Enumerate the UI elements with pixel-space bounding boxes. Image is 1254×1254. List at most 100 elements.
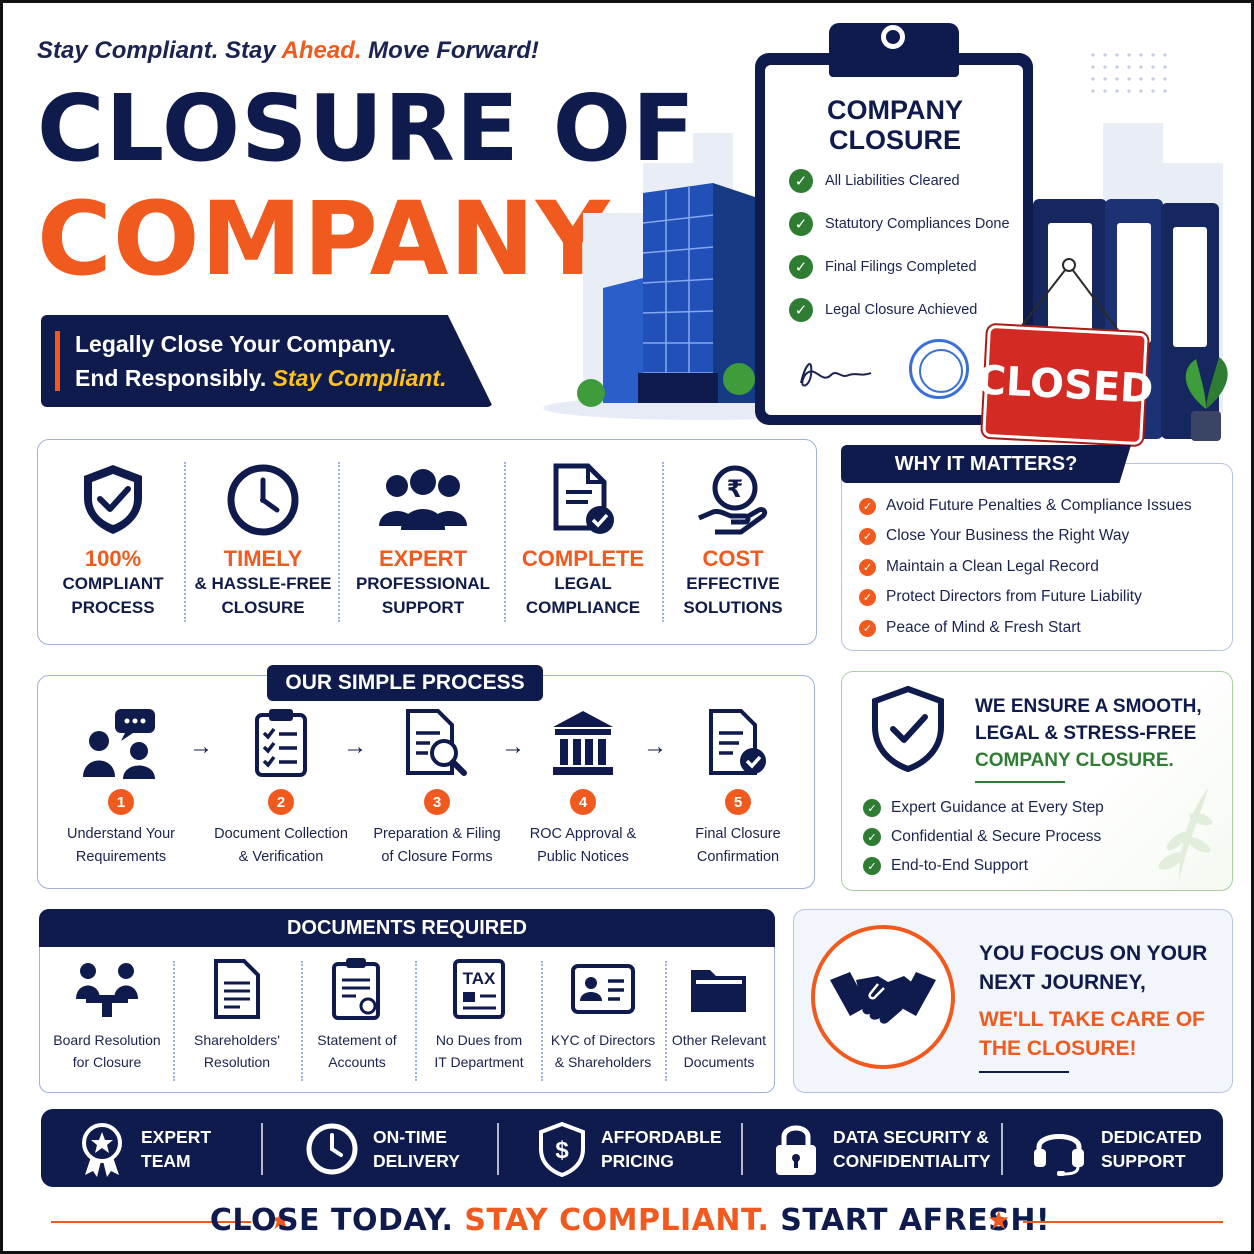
step-number: 3 xyxy=(424,789,450,815)
why-it-matters-title: WHY IT MATTERS? xyxy=(841,445,1131,483)
dot-pattern xyxy=(1087,49,1167,93)
benefits-bar xyxy=(41,1109,1223,1187)
ensure-item-label: Confidential & Secure Process xyxy=(891,828,1102,845)
feature-heading: EXPERT xyxy=(378,546,468,571)
feature-compliant: 100% COMPLIANT PROCESS xyxy=(38,460,188,620)
plant-icon xyxy=(1185,357,1228,441)
ensure-heading-line: WE ENSURE A SMOOTH, xyxy=(975,696,1202,717)
svg-text:$: $ xyxy=(555,1137,569,1164)
clipboard-item-label: All Liabilities Cleared xyxy=(825,173,960,189)
document-label: KYC of Directors xyxy=(550,1032,656,1048)
clipboard-title: COMPANY CLOSURE xyxy=(826,95,963,155)
check-icon: ✓ xyxy=(859,619,876,637)
step-label: Final Closure xyxy=(695,826,781,842)
step-number: 4 xyxy=(570,789,596,815)
process-step: 2 Document Collection & Verification xyxy=(201,703,361,869)
document-item: Board Resolution for Closure xyxy=(45,955,169,1073)
footer-line xyxy=(51,1221,251,1223)
feature-heading: TIMELY xyxy=(223,546,303,571)
check-icon: ✓ xyxy=(789,212,813,236)
document-item: KYC of Directors & Shareholders xyxy=(541,955,665,1073)
clipboard-item-label: Legal Closure Achieved xyxy=(825,302,978,318)
feature-text: CLOSURE xyxy=(221,598,305,617)
benefit-label: PRICING xyxy=(601,1151,674,1171)
clock-icon xyxy=(306,1123,358,1175)
why-item: ✓Avoid Future Penalties & Compliance Iss… xyxy=(859,497,1192,515)
subtitle-line1: Legally Close Your Company. xyxy=(75,331,396,357)
process-step: 3 Preparation & Filing of Closure Forms xyxy=(357,703,517,869)
meeting-icon xyxy=(45,955,169,1023)
shield-check-icon xyxy=(872,685,944,773)
rupee-hand-icon: ₹ xyxy=(658,460,808,540)
certificate-icon xyxy=(295,955,419,1023)
slogan-highlight: STAY COMPLIANT. xyxy=(464,1203,770,1238)
check-icon: ✓ xyxy=(789,298,813,322)
document-label: Other Relevant xyxy=(671,1032,767,1048)
lock-icon xyxy=(776,1125,816,1175)
step-label: Requirements xyxy=(75,849,167,865)
arrow-right-icon: → xyxy=(501,733,525,760)
focus-line: YOU FOCUS ON YOUR xyxy=(979,942,1208,965)
step-label: Confirmation xyxy=(696,849,780,865)
government-building-icon xyxy=(503,703,663,783)
document-label: for Closure xyxy=(72,1054,142,1070)
check-icon: ✓ xyxy=(859,558,876,576)
feature-text: PROFESSIONAL xyxy=(355,574,491,593)
step-number: 2 xyxy=(268,789,294,815)
subtitle-text: End Responsibly. xyxy=(75,365,273,391)
arrow-right-icon: → xyxy=(343,733,367,760)
star-icon: ★ xyxy=(987,1205,1011,1235)
footer-line xyxy=(1023,1221,1223,1223)
clipboard-item: ✓ Legal Closure Achieved xyxy=(789,298,977,322)
divider xyxy=(497,1123,499,1175)
ensure-heading-line: LEGAL & STRESS-FREE xyxy=(975,723,1197,744)
feature-text: PROCESS xyxy=(71,598,155,617)
tax-icon: TAX xyxy=(417,955,541,1023)
sign-string xyxy=(1012,258,1124,338)
document-label: No Dues from xyxy=(435,1032,523,1048)
page-title-line2: COMPANY xyxy=(37,180,611,299)
arrow-right-icon: → xyxy=(189,733,213,760)
feature-heading: COST xyxy=(702,546,764,571)
benefit-label: TEAM xyxy=(141,1151,191,1171)
feature-text: EFFECTIVE xyxy=(686,574,780,593)
tagline-highlight: Ahead. xyxy=(281,37,362,64)
step-label: & Verification xyxy=(238,849,324,865)
feature-text: & HASSLE-FREE xyxy=(194,574,332,593)
leaf-decoration-icon xyxy=(1158,787,1213,881)
process-step: 1 Understand Your Requirements xyxy=(41,703,201,869)
divider xyxy=(1001,1123,1003,1175)
step-label: ROC Approval & xyxy=(529,826,637,842)
document-label: Accounts xyxy=(328,1054,386,1070)
document-item: Shareholders' Resolution xyxy=(175,955,299,1073)
checklist-icon xyxy=(201,703,361,783)
subtitle-highlight: Stay Compliant. xyxy=(272,365,447,391)
benefit-label: SUPPORT xyxy=(1101,1151,1186,1171)
benefit-label: CONFIDENTIALITY xyxy=(833,1151,991,1171)
folder-icon xyxy=(657,955,781,1023)
divider xyxy=(662,462,664,622)
ensure-item-label: End-to-End Support xyxy=(891,857,1029,874)
process-title: OUR SIMPLE PROCESS xyxy=(267,665,543,701)
clipboard-clip-hole xyxy=(881,25,905,49)
divider xyxy=(975,781,1065,783)
svg-text:TAX: TAX xyxy=(463,969,496,988)
clipboard-item-label: Final Filings Completed xyxy=(825,259,977,275)
why-item: ✓Close Your Business the Right Way xyxy=(859,527,1129,545)
document-search-icon xyxy=(357,703,517,783)
divider xyxy=(184,462,186,622)
document-label: Statement of xyxy=(317,1032,397,1048)
focus-message: YOU FOCUS ON YOUR NEXT JOURNEY, WE'LL TA… xyxy=(979,939,1207,1063)
divider xyxy=(301,961,303,1081)
handshake-badge xyxy=(811,925,955,1069)
clipboard-item: ✓All Liabilities Cleared xyxy=(789,169,960,193)
benefit-label: DELIVERY xyxy=(373,1151,460,1171)
feature-text: LEGAL xyxy=(554,574,612,593)
clipboard-item-label: Statutory Compliances Done xyxy=(825,216,1010,232)
clock-icon xyxy=(188,460,338,540)
feature-text: COMPLIANCE xyxy=(525,598,641,617)
